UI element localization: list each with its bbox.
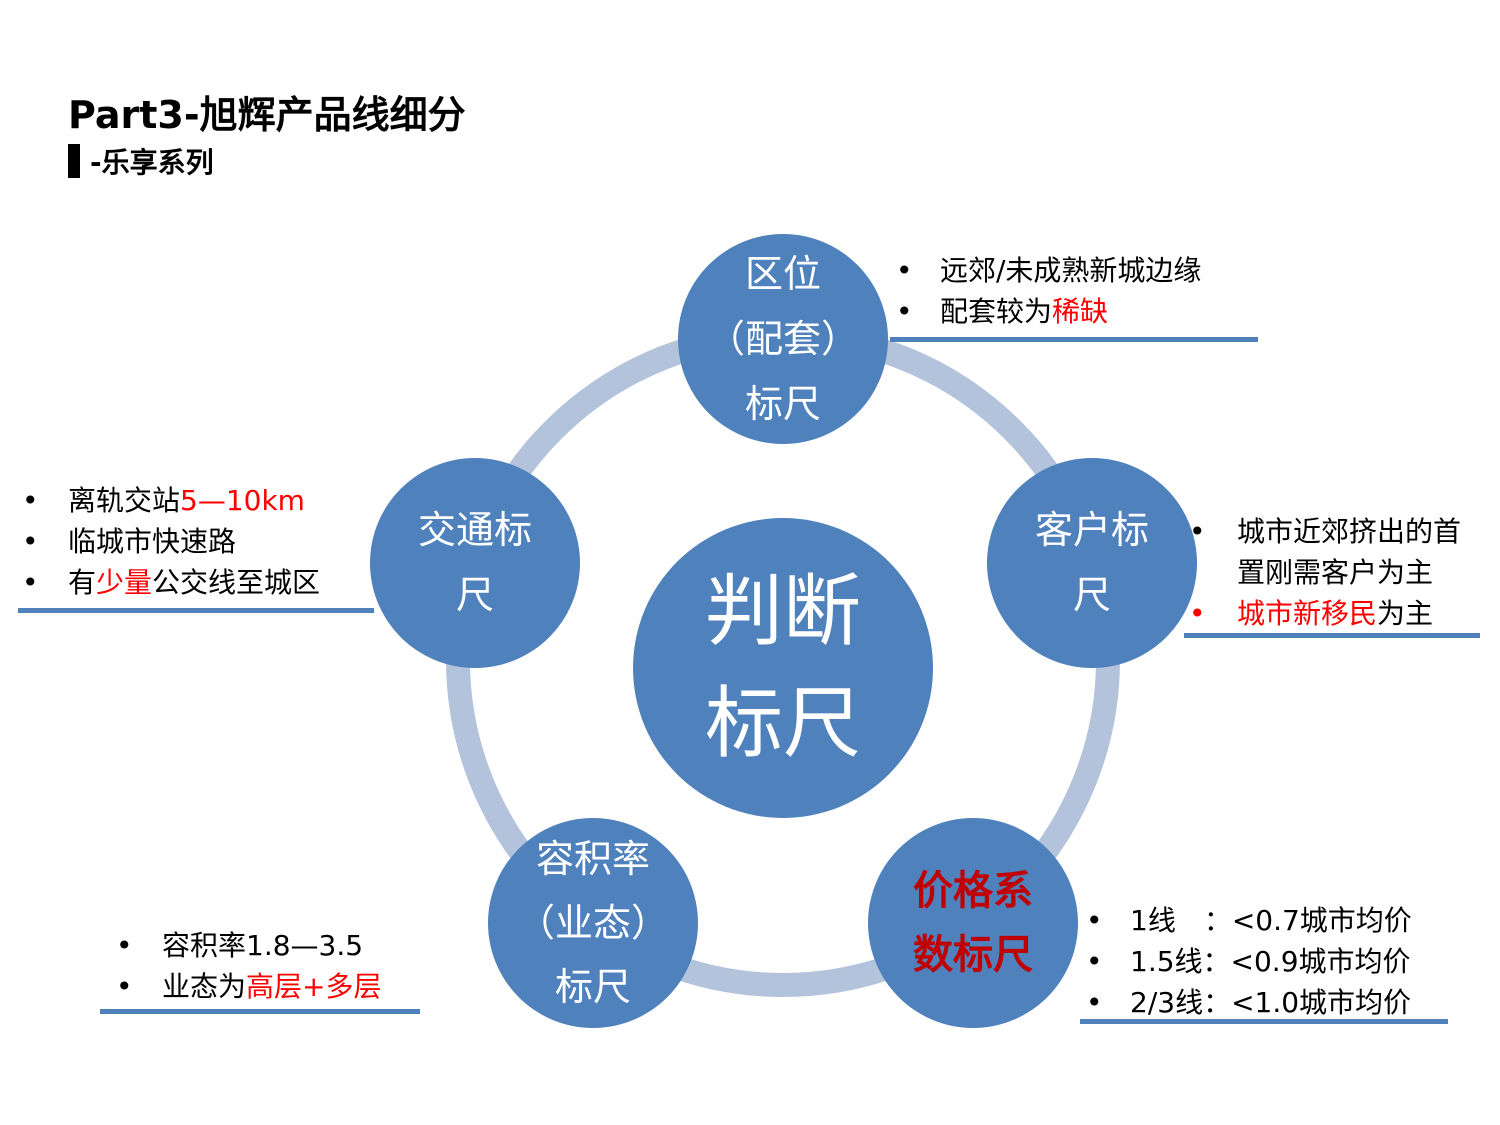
node-price-line2: 数标尺 — [913, 932, 1033, 978]
list-item: 2/3线：<1.0城市均价 — [1086, 982, 1412, 1023]
list-item: 城市新移民为主 — [1189, 593, 1461, 634]
node-plot-ratio-line2: （业态） — [516, 901, 669, 945]
center-line1: 判断 — [704, 567, 861, 657]
center-line2: 标尺 — [704, 679, 861, 769]
list-item: 配套较为稀缺 — [896, 291, 1201, 332]
node-price-line1: 价格系 — [913, 868, 1033, 914]
node-location-line1: 区位 — [744, 251, 821, 296]
price-underline — [1080, 1019, 1448, 1024]
customer-underline — [1184, 633, 1480, 638]
list-item: 远郊/未成熟新城边缘 — [896, 250, 1202, 291]
location-notes: 远郊/未成熟新城边缘 配套较为稀缺 — [896, 250, 1202, 332]
customer-notes: 城市近郊挤出的首 置刚需客户为主 城市新移民为主 — [1189, 511, 1461, 634]
price-notes: 1线 ：<0.7城市均价 1.5线：<0.9城市均价 2/3线：<1.0城市均价 — [1086, 900, 1412, 1023]
location-underline — [890, 337, 1258, 342]
list-item: 有少量公交线至城区 — [22, 562, 320, 603]
node-customer-ruler: 客户标 尺 — [987, 458, 1197, 668]
plot-ratio-underline — [100, 1009, 420, 1014]
list-item: 容积率1.8—3.5 — [116, 925, 381, 966]
node-location-line2: （配套） — [706, 316, 859, 361]
node-traffic-line1: 交通标 — [417, 508, 532, 552]
node-price-ruler: 价格系 数标尺 — [868, 818, 1078, 1028]
node-traffic-line2: 尺 — [455, 573, 494, 617]
plot-ratio-notes: 容积率1.8—3.5 业态为高层+多层 — [116, 925, 382, 1007]
list-item: 1线 ：<0.7城市均价 — [1086, 900, 1412, 941]
list-item: 城市近郊挤出的首 置刚需客户为主 — [1189, 511, 1461, 593]
node-plot-ratio-line3: 标尺 — [554, 965, 631, 1009]
node-location-line3: 标尺 — [744, 381, 821, 426]
node-customer-line2: 尺 — [1072, 573, 1111, 617]
page-subtitle: -乐享系列 — [68, 144, 214, 179]
page-title: Part3-旭辉产品线细分 — [68, 93, 466, 137]
node-location-ruler: 区位 （配套） 标尺 — [678, 234, 888, 444]
list-item: 离轨交站5—10km — [22, 480, 320, 521]
traffic-notes: 离轨交站5—10km 临城市快速路 有少量公交线至城区 — [22, 480, 320, 603]
traffic-underline — [18, 608, 374, 613]
node-traffic-ruler: 交通标 尺 — [370, 458, 580, 668]
node-plot-ratio-line1: 容积率 — [535, 837, 650, 881]
subtitle-marker — [68, 144, 80, 178]
list-item: 业态为高层+多层 — [116, 966, 382, 1007]
list-item: 1.5线：<0.9城市均价 — [1086, 941, 1412, 982]
node-customer-line1: 客户标 — [1034, 508, 1149, 552]
list-item: 临城市快速路 — [22, 521, 320, 562]
subtitle-text: -乐享系列 — [90, 146, 214, 179]
node-center-judgement: 判断 标尺 — [633, 518, 933, 818]
node-plot-ratio-ruler: 容积率 （业态） 标尺 — [488, 818, 698, 1028]
